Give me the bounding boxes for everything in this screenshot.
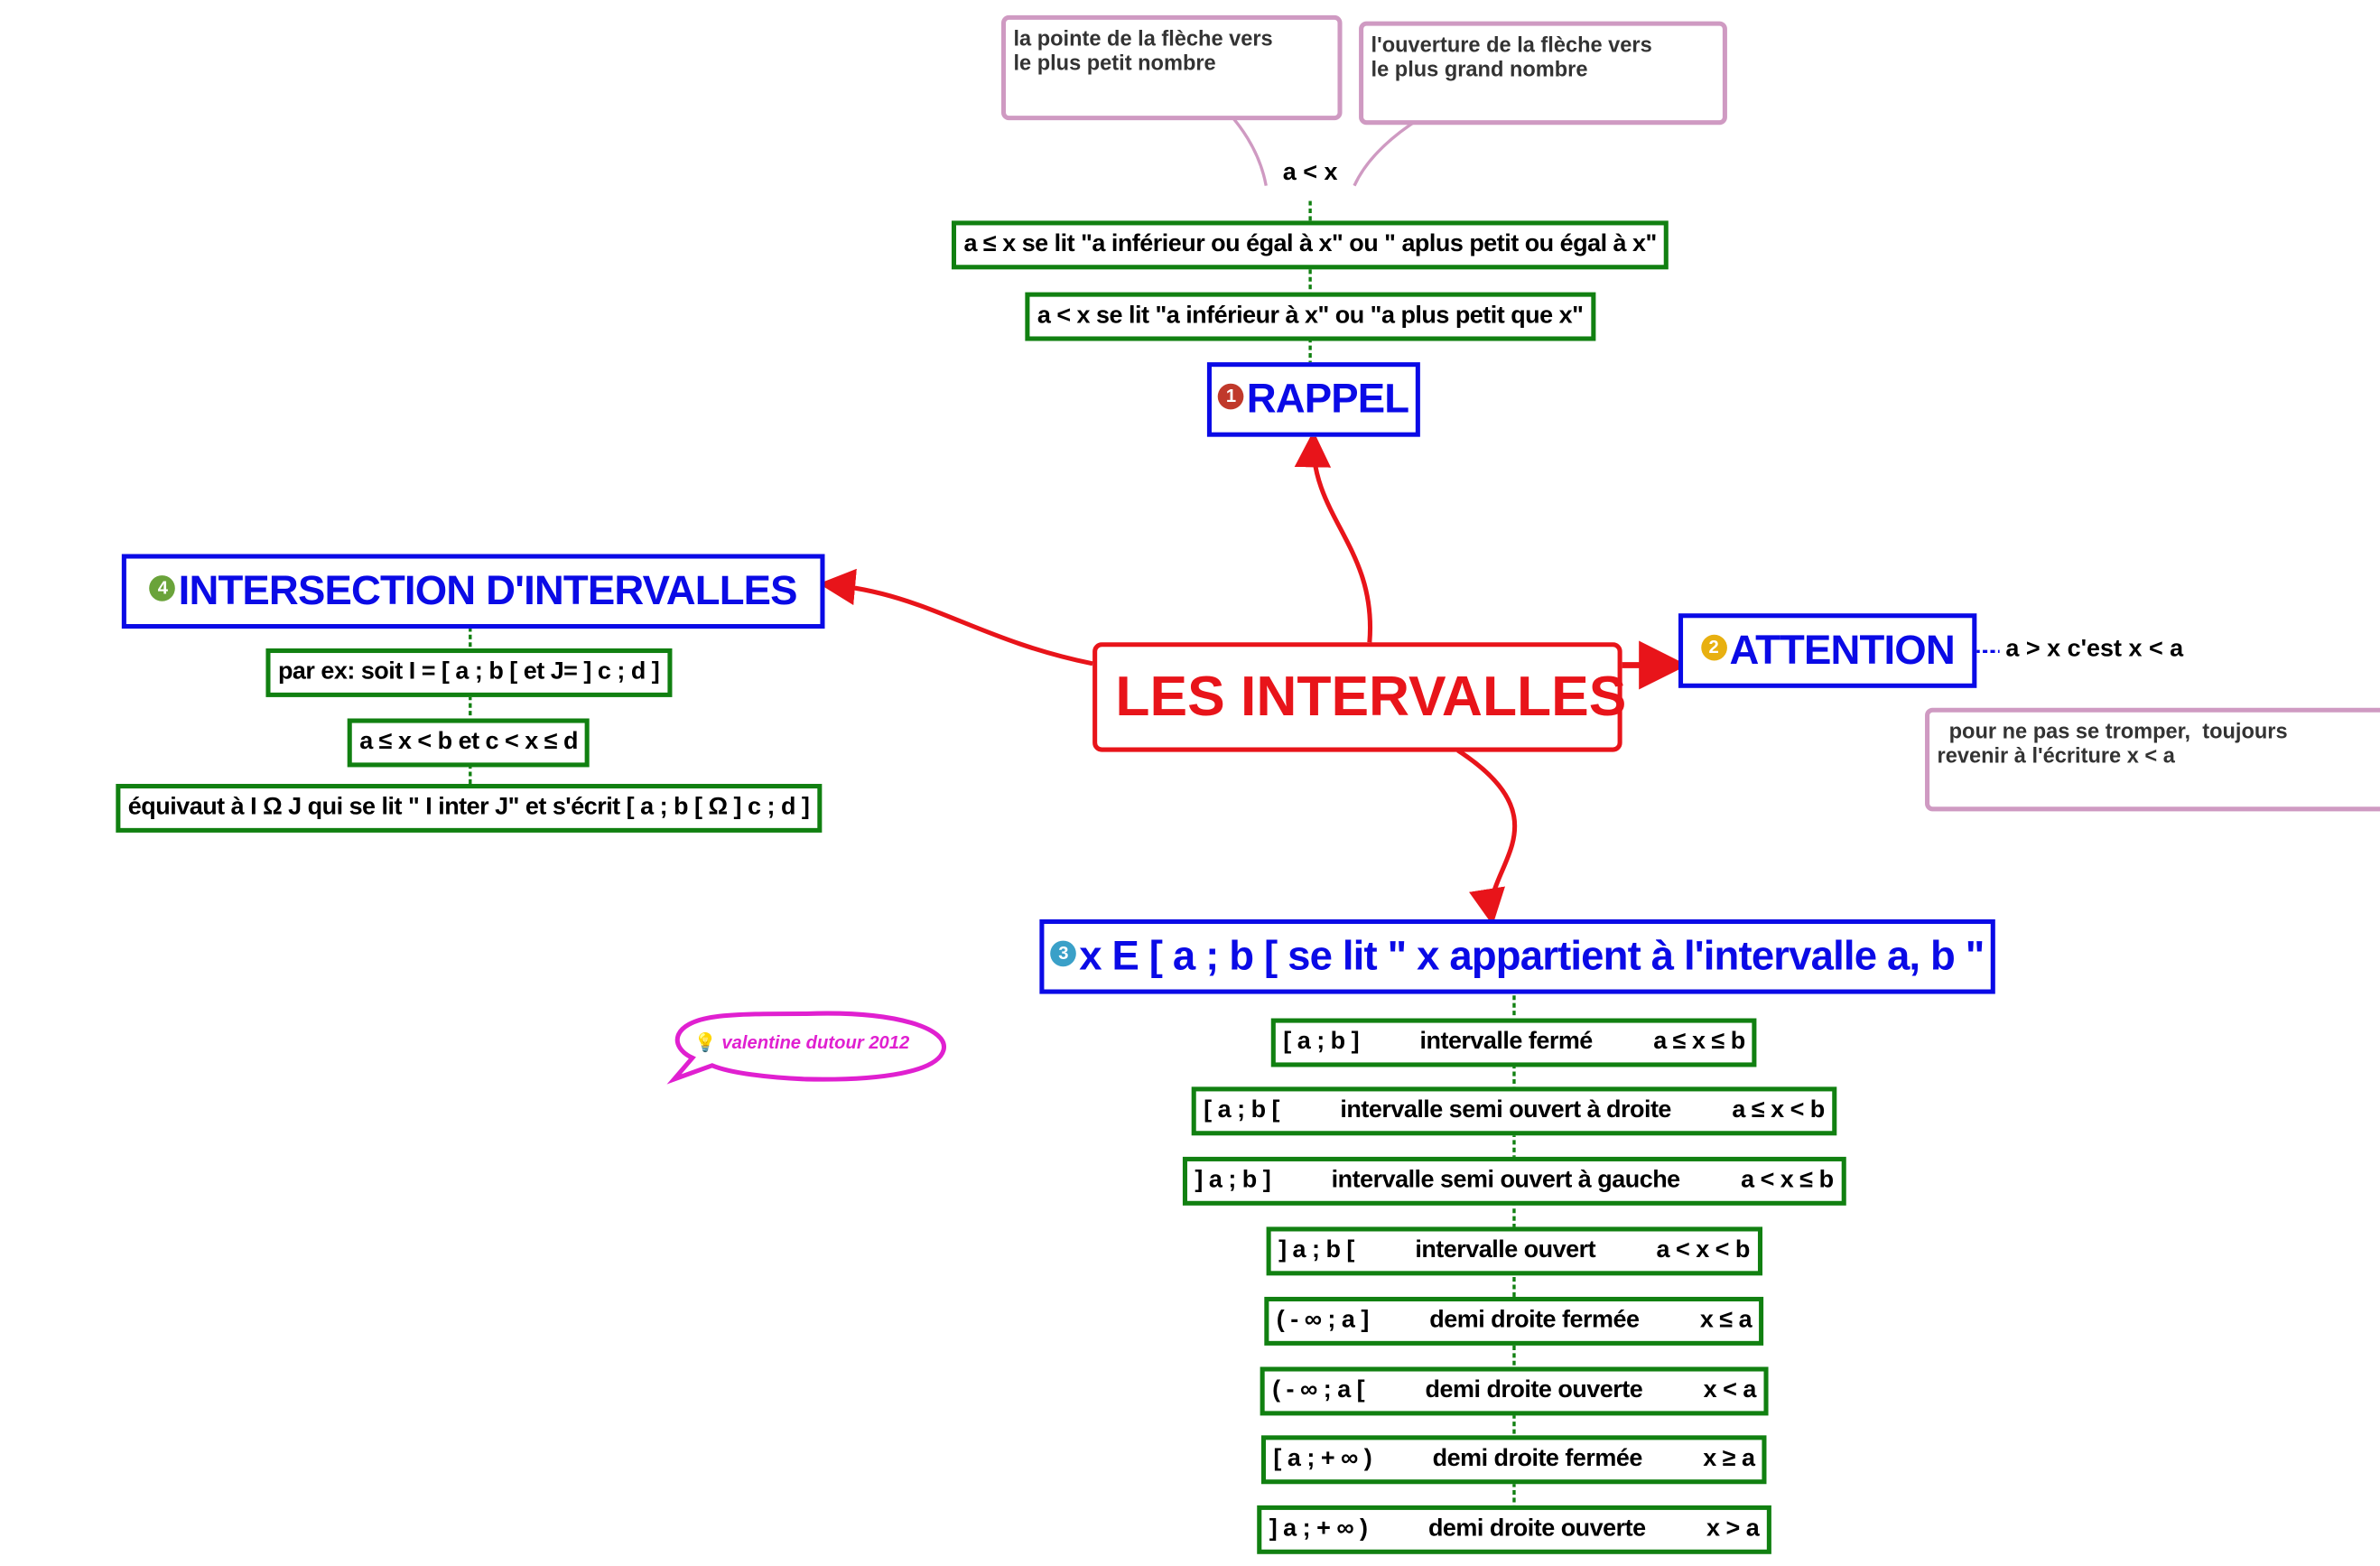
topic-label: RAPPEL [1246,376,1409,422]
interval-ineq: a < x < b [1656,1237,1750,1263]
interval-notation: [ a ; b ] [1283,1029,1360,1055]
number-2-icon: 2 [1700,635,1727,662]
interval-name: demi droite fermée [1429,1307,1640,1334]
interval-notation: ] a ; b [ [1278,1237,1354,1263]
interval-name: demi droite ouverte [1427,1515,1646,1543]
signature-text: valentine dutour 2012 [721,1031,910,1054]
interval-item[interactable]: [ a ; b [ intervalle semi ouvert à droite… [1191,1086,1837,1136]
interval-item[interactable]: ( - ∞ ; a ] demi droite fermée x ≤ a [1264,1296,1764,1346]
interval-notation: ] a ; b ] [1195,1167,1271,1194]
topic-label: ATTENTION [1729,627,1955,673]
interval-ineq: x ≥ a [1703,1446,1755,1472]
note-text: la pointe de la flèche vers le plus peti… [1013,25,1273,75]
connector-intersection [818,568,1093,666]
intersection-item[interactable]: équivaut à I Ω J qui se lit " I inter J"… [116,783,822,833]
interval-item[interactable]: ] a ; b ] intervalle semi ouvert à gauche… [1182,1156,1846,1206]
note-attention: pour ne pas se tromper, toujours revenir… [1925,707,2380,812]
intersection-item[interactable]: a ≤ x < b et c < x ≤ d [347,718,590,768]
note-arrow-point: la pointe de la flèche vers le plus peti… [1000,14,1343,121]
topic-label: x E [ a ; b [ se lit " x appartient à l'… [1079,933,1985,979]
number-3-icon: 3 [1050,941,1076,967]
interval-ineq: a < x ≤ b [1741,1167,1834,1194]
number-1-icon: 1 [1217,384,1244,411]
interval-item[interactable]: ( - ∞ ; a [ demi droite ouverte x < a [1260,1366,1769,1416]
interval-notation: [ a ; + ∞ ) [1273,1446,1372,1472]
interval-ineq: a ≤ x ≤ b [1653,1029,1745,1055]
interval-name: demi droite ouverte [1425,1377,1643,1403]
central-topic[interactable]: LES INTERVALLES [1092,642,1626,752]
interval-ineq: x ≤ a [1699,1307,1752,1334]
interval-name: intervalle ouvert [1415,1237,1596,1263]
interval-ineq: x < a [1703,1377,1757,1403]
interval-notation: [ a ; b [ [1204,1097,1280,1123]
note-arrow-opening: l'ouverture de la flèche vers le plus gr… [1359,21,1727,126]
connector-rappel [1294,430,1373,643]
interval-ineq: a ≤ x < b [1732,1097,1825,1123]
number-4-icon: 4 [149,575,176,602]
interval-notation: ( - ∞ ; a ] [1276,1307,1370,1334]
interval-notation: ( - ∞ ; a [ [1272,1377,1365,1403]
interval-item[interactable]: ] a ; b [ intervalle ouvert a < x < b [1266,1226,1762,1276]
interval-name: intervalle semi ouvert à droite [1340,1097,1671,1123]
rappel-item-le[interactable]: a ≤ x se lit "a inférieur ou égal à x" o… [951,220,1669,270]
connector-appartient [1456,748,1518,926]
interval-name: demi droite fermée [1432,1446,1643,1472]
attention-item[interactable]: a > x c'est x < a [2005,636,2184,663]
interval-item[interactable]: [ a ; b ] intervalle fermé a ≤ x ≤ b [1270,1018,1758,1067]
interval-notation: ] a ; + ∞ ) [1269,1515,1368,1543]
interval-item[interactable]: ] a ; + ∞ ) demi droite ouverte x > a [1257,1505,1771,1554]
topic-label: INTERSECTION D'INTERVALLES [178,567,798,614]
rappel-top-label: a < x [1282,159,1338,186]
intersection-item[interactable]: par ex: soit I = [ a ; b [ et J= ] c ; d… [265,648,672,697]
interval-ineq: x > a [1706,1515,1760,1543]
lightbulb-icon: 💡 [693,1031,717,1054]
interval-item[interactable]: [ a ; + ∞ ) demi droite fermée x ≥ a [1260,1435,1768,1485]
note-text: pour ne pas se tromper, toujours revenir… [1937,718,2288,768]
interval-name: intervalle fermé [1419,1029,1594,1055]
rappel-item-lt[interactable]: a < x se lit "a inférieur à x" ou "a plu… [1025,292,1595,341]
signature-bubble [666,1011,946,1085]
signature: 💡 valentine dutour 2012 [694,1032,910,1054]
interval-name: intervalle semi ouvert à gauche [1331,1167,1681,1194]
note-text: l'ouverture de la flèche vers le plus gr… [1371,32,1652,81]
